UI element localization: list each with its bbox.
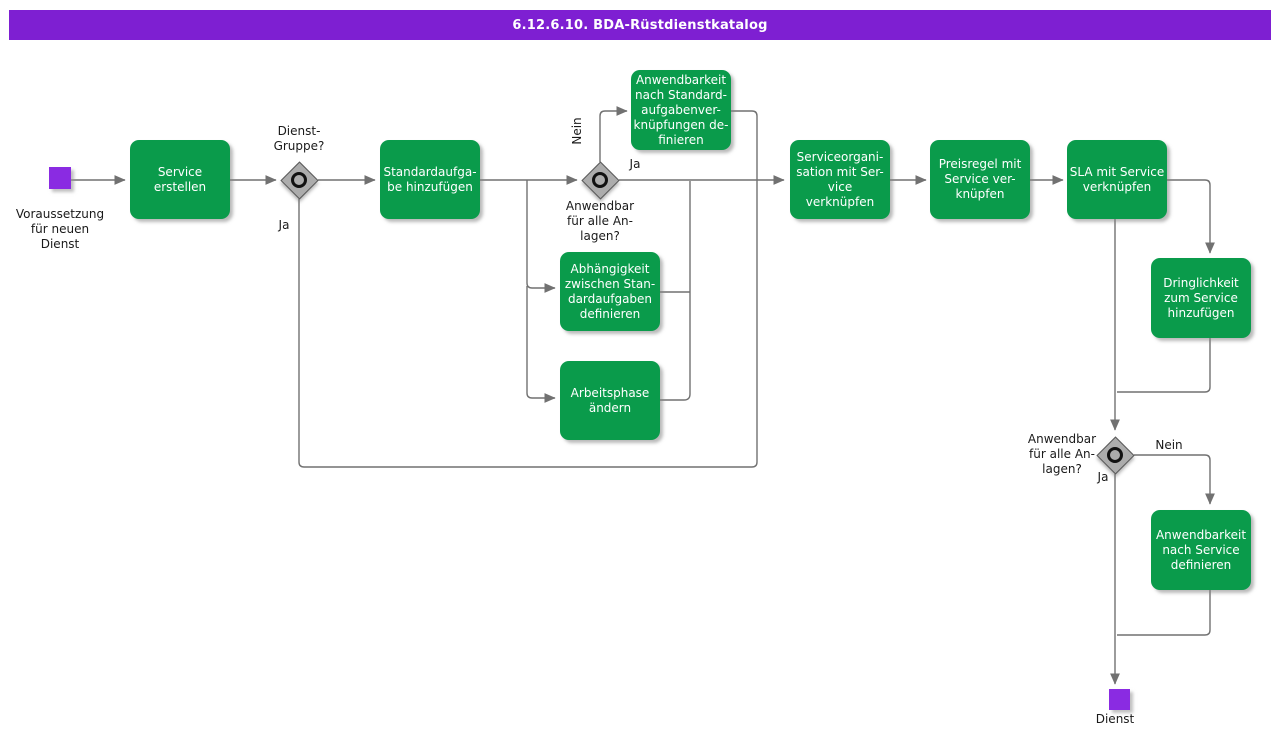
- start-event-label: Voraussetzung für neuen Dienst: [15, 207, 105, 251]
- activity-arbeitsphase-aendern: Arbeitsphase ändern: [560, 361, 660, 440]
- activity-dringlichkeit-hinzufuegen: Dringlichkeit zum Service hinzufügen: [1151, 258, 1251, 338]
- decision-anwendbar-alle-anlagen-2: [1096, 436, 1135, 475]
- gateway-icon: [1107, 447, 1123, 463]
- end-event: [1109, 689, 1130, 710]
- decision-anwendbar-2-label: Anwendbar für alle An- lagen?: [1027, 432, 1097, 476]
- diagram-title: 6.12.6.10. BDA-Rüstdienstkatalog: [9, 10, 1271, 40]
- gateway-icon: [592, 172, 608, 188]
- activity-serviceorganisation-verknuepfen: Serviceorgani- sation mit Ser- vice verk…: [790, 140, 890, 219]
- edge-label-nein-2: Nein: [1155, 438, 1183, 452]
- activity-preisregel-verknuepfen: Preisregel mit Service ver- knüpfen: [930, 140, 1030, 219]
- decision-dienst-gruppe-label: Dienst- Gruppe?: [273, 124, 325, 153]
- gateway-icon: [291, 172, 307, 188]
- activity-anwendbarkeit-nach-service: Anwendbarkeit nach Service definieren: [1151, 510, 1251, 590]
- edge-label-ja-1: Ja: [278, 218, 290, 232]
- decision-anwendbar-1-label: Anwendbar für alle An- lagen?: [565, 199, 635, 243]
- activity-standardaufgabe-hinzufuegen: Standardaufga- be hinzufügen: [380, 140, 480, 219]
- activity-anwendbarkeit-nach-standardaufgabenverknuepfungen: Anwendbarkeit nach Standard- aufgabenver…: [631, 70, 731, 150]
- decision-anwendbar-alle-anlagen-1: [581, 161, 620, 200]
- decision-dienst-gruppe: [280, 161, 319, 200]
- activity-abhaengigkeit-definieren: Abhängigkeit zwischen Stan- dardaufgaben…: [560, 252, 660, 331]
- edge-label-ja-3: Ja: [1097, 470, 1109, 484]
- end-event-label: Dienst: [1095, 712, 1135, 726]
- activity-service-erstellen: Service erstellen: [130, 140, 230, 219]
- activity-sla-verknuepfen: SLA mit Service verknüpfen: [1067, 140, 1167, 219]
- edge-label-nein-1: Nein: [570, 117, 584, 145]
- start-event: [49, 167, 71, 189]
- edge-label-ja-2: Ja: [629, 157, 641, 171]
